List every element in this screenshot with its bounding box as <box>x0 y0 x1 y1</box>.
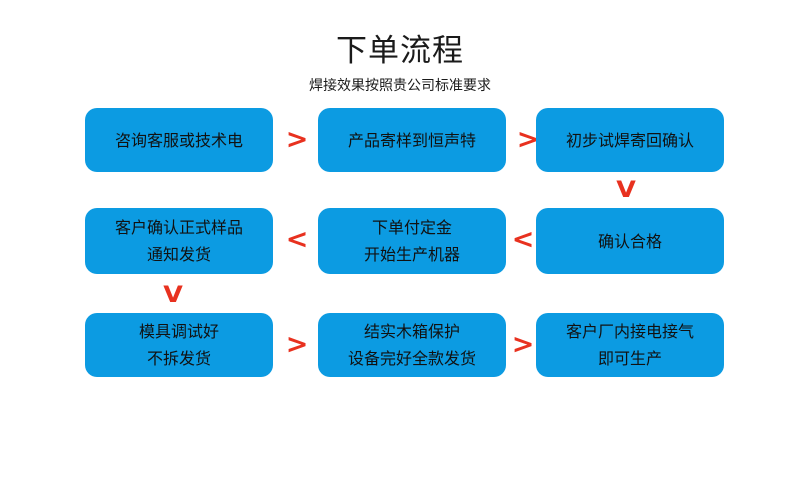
arrow-right-icon: > <box>285 124 309 155</box>
flow-node-line: 客户厂内接电接气 <box>565 322 694 341</box>
flow-node-onsite-power[interactable]: 客户厂内接电接气 即可生产 <box>536 313 724 377</box>
flow-node-confirm-sample[interactable]: 客户确认正式样品 通知发货 <box>85 208 273 274</box>
flow-node-wood-crate[interactable]: 结实木箱保护 设备完好全款发货 <box>318 313 506 377</box>
flow-node-line: 开始生产机器 <box>363 245 460 264</box>
flow-node-line: 客户确认正式样品 <box>114 218 243 237</box>
flow-node-mold-tuned[interactable]: 模具调试好 不拆发货 <box>85 313 273 377</box>
arrow-right-icon: > <box>516 124 540 155</box>
arrow-down-icon: V <box>163 283 183 308</box>
flow-node-confirm-pass[interactable]: 确认合格 <box>536 208 724 274</box>
flow-node-line: 产品寄样到恒声特 <box>347 130 476 150</box>
arrow-right-icon: > <box>285 329 309 360</box>
arrow-left-icon: < <box>511 224 535 255</box>
flow-node-consult[interactable]: 咨询客服或技术电 <box>85 108 273 172</box>
flow-node-order-deposit[interactable]: 下单付定金 开始生产机器 <box>318 208 506 274</box>
flow-node-line: 设备完好全款发货 <box>347 349 476 368</box>
flow-node-send-sample[interactable]: 产品寄样到恒声特 <box>318 108 506 172</box>
flow-node-line: 不拆发货 <box>146 349 211 368</box>
flow-node-line: 初步试焊寄回确认 <box>565 130 694 150</box>
flow-node-line: 通知发货 <box>146 245 211 264</box>
arrow-down-icon: V <box>616 178 636 203</box>
flow-node-trial-weld[interactable]: 初步试焊寄回确认 <box>536 108 724 172</box>
flow-node-line: 确认合格 <box>597 231 662 251</box>
flow-node-line: 即可生产 <box>597 349 662 368</box>
flow-node-line: 咨询客服或技术电 <box>114 130 243 150</box>
flow-node-line: 下单付定金 <box>371 218 452 237</box>
page-subtitle: 焊接效果按照贵公司标准要求 <box>309 78 491 94</box>
flow-node-line: 模具调试好 <box>138 322 219 341</box>
arrow-left-icon: < <box>285 224 309 255</box>
page-title: 下单流程 <box>336 33 464 69</box>
flow-node-line: 结实木箱保护 <box>363 322 460 341</box>
arrow-right-icon: > <box>511 329 535 360</box>
